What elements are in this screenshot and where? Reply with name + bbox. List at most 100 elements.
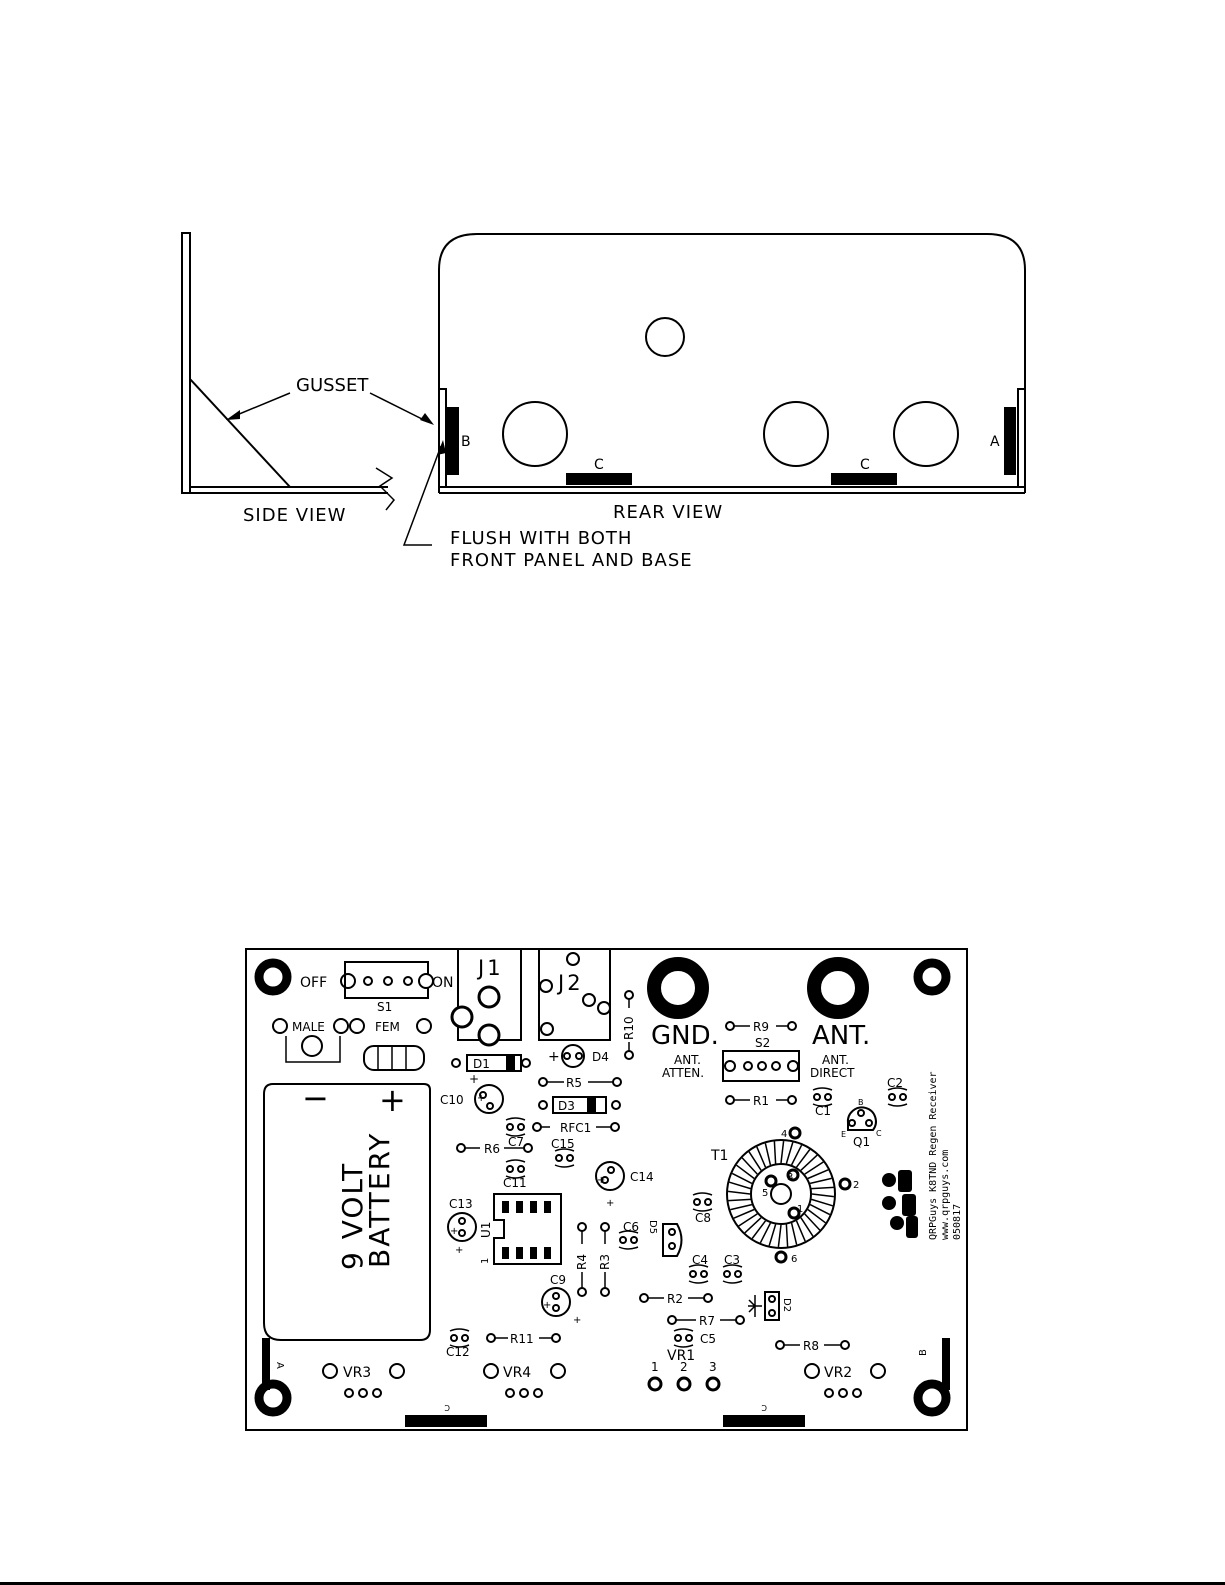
credit-line1: QRPGuys K8TND Regen Receiver xyxy=(928,1071,939,1240)
cap-c9: + + C9 xyxy=(541,1273,581,1326)
pcb-outline xyxy=(245,948,968,1431)
svg-text:3: 3 xyxy=(709,1360,717,1374)
toroid-winding xyxy=(804,1161,824,1175)
svg-text:VR3: VR3 xyxy=(343,1365,371,1381)
svg-text:R10: R10 xyxy=(622,1016,636,1040)
resistor-r9: R9 xyxy=(725,1020,797,1034)
svg-text:B: B xyxy=(858,1098,864,1107)
resistor-r11: R11 xyxy=(486,1332,561,1346)
toroid-winding xyxy=(807,1208,826,1224)
toroid-winding xyxy=(729,1181,751,1190)
svg-text:FEM: FEM xyxy=(375,1020,400,1034)
toroid-winding xyxy=(795,1149,811,1168)
cap-c4: C4 xyxy=(688,1253,709,1284)
cap-c2: C2 xyxy=(887,1076,908,1107)
svg-text:C14: C14 xyxy=(630,1170,654,1184)
svg-text:C7: C7 xyxy=(508,1135,524,1149)
svg-text:+: + xyxy=(469,1072,479,1086)
svg-text:C11: C11 xyxy=(503,1176,527,1190)
svg-text:1: 1 xyxy=(797,1204,803,1215)
switch-s1: OFF ON S1 xyxy=(300,961,454,1014)
toroid-winding xyxy=(804,1213,821,1231)
svg-text:ANT.: ANT. xyxy=(822,1053,849,1067)
svg-text:C5: C5 xyxy=(700,1332,716,1346)
tab-c-label-left: C xyxy=(444,1403,450,1412)
gusset-a xyxy=(1004,407,1016,475)
svg-text:DIRECT: DIRECT xyxy=(810,1066,855,1080)
hole-mid xyxy=(763,401,829,467)
cap-c8: C8 xyxy=(692,1192,713,1225)
toroid-winding xyxy=(811,1198,833,1207)
cap-c7: C7 xyxy=(505,1117,526,1149)
svg-text:9 VOLT: 9 VOLT xyxy=(336,1162,369,1270)
transistor-q1: B E C Q1 xyxy=(841,1098,882,1149)
svg-text:MALE: MALE xyxy=(292,1020,325,1034)
svg-text:VR4: VR4 xyxy=(503,1365,531,1381)
svg-text:1: 1 xyxy=(651,1360,659,1374)
hole-right xyxy=(893,401,959,467)
flush-label-line2: FRONT PANEL AND BASE xyxy=(450,550,693,571)
rear-view-label: REAR VIEW xyxy=(613,502,723,523)
svg-text:S1: S1 xyxy=(377,1000,392,1014)
toroid-winding xyxy=(800,1154,818,1171)
marker-c-left: C xyxy=(594,457,604,473)
gnd-post xyxy=(647,957,709,1019)
svg-text:ANT.: ANT. xyxy=(674,1053,701,1067)
cap-c14: + + C14 xyxy=(595,1161,654,1209)
svg-text:R8: R8 xyxy=(803,1339,819,1353)
mechanical-drawing: GUSSET SIDE VIEW FLUSH WITH BOTH FRONT P… xyxy=(181,232,1026,571)
svg-text:+: + xyxy=(477,1093,485,1104)
toroid-winding xyxy=(728,1198,751,1202)
gnd-label: GND. xyxy=(651,1021,719,1051)
toroid-winding xyxy=(795,1220,806,1242)
resistor-r4: R4 xyxy=(575,1222,589,1297)
svg-text:6: 6 xyxy=(791,1254,797,1265)
gusset-diagonal xyxy=(189,378,291,488)
toroid-winding xyxy=(768,1224,777,1246)
toroid-winding xyxy=(756,1146,767,1168)
svg-text:D5: D5 xyxy=(647,1220,658,1234)
svg-text:R9: R9 xyxy=(753,1020,769,1034)
toroid-winding xyxy=(733,1208,755,1219)
small-hole xyxy=(645,317,685,357)
svg-text:RFC1: RFC1 xyxy=(560,1121,591,1135)
ic-u1: U1 1 xyxy=(479,1193,562,1265)
battery-9v: − + 9 VOLT BATTERY xyxy=(263,1079,431,1341)
svg-text:C3: C3 xyxy=(724,1253,740,1267)
toroid-winding xyxy=(809,1177,832,1185)
svg-text:U1: U1 xyxy=(479,1222,493,1238)
toroid-winding xyxy=(780,1141,785,1164)
svg-text:VR1: VR1 xyxy=(667,1348,695,1364)
toroid-winding xyxy=(811,1186,834,1190)
svg-text:+: + xyxy=(606,1198,614,1209)
credit-line2: www.qrpguys.com xyxy=(940,1150,951,1240)
resistor-r7: R7 xyxy=(667,1314,745,1328)
jack-j1: J1 xyxy=(450,948,522,1047)
svg-text:BATTERY: BATTERY xyxy=(363,1132,396,1268)
resistor-r8: R8 xyxy=(775,1339,850,1353)
svg-text:R7: R7 xyxy=(699,1314,715,1328)
cap-c15: C15 xyxy=(551,1137,575,1168)
toroid-t1: T1 4 2 3 5 1 6 xyxy=(710,1126,859,1265)
tab-c-label-right: C xyxy=(761,1403,767,1412)
svg-text:2: 2 xyxy=(853,1180,859,1191)
resistor-r3: R3 xyxy=(598,1222,612,1297)
svg-text:+: + xyxy=(379,1081,406,1119)
svg-text:C15: C15 xyxy=(551,1137,575,1151)
toroid-winding xyxy=(730,1203,753,1211)
resistor-r1: R1 xyxy=(725,1094,797,1108)
svg-text:+: + xyxy=(543,1300,551,1311)
cap-c11: C11 xyxy=(503,1159,527,1190)
svg-text:+: + xyxy=(573,1315,581,1326)
toroid-winding xyxy=(728,1190,751,1195)
svg-text:C: C xyxy=(876,1129,882,1138)
rear-view: B A C C REAR VIEW xyxy=(438,233,1026,523)
toroid-winding xyxy=(736,1164,755,1180)
svg-text:OFF: OFF xyxy=(300,975,327,991)
svg-text:3: 3 xyxy=(787,1172,793,1183)
ant-post xyxy=(807,957,869,1019)
svg-text:2: 2 xyxy=(680,1360,688,1374)
svg-text:4: 4 xyxy=(781,1129,787,1140)
resistor-r5: R5 xyxy=(538,1076,622,1090)
toroid-winding xyxy=(744,1217,762,1234)
